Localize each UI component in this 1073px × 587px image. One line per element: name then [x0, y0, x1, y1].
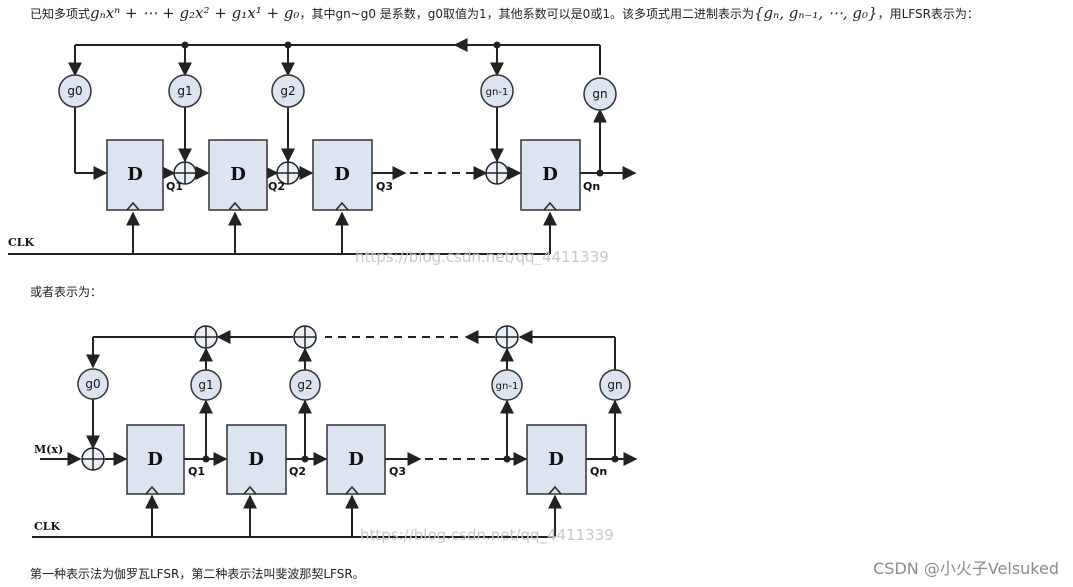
svg-text:D: D: [147, 449, 163, 470]
clock-wires: [32, 494, 562, 538]
coefficient-gn-1: gn-1: [480, 74, 514, 108]
flip-flop-2: D: [226, 424, 287, 495]
svg-text:g1: g1: [177, 84, 192, 98]
intro-binary-vector: {gₙ, gₙ₋₁, ⋯, g₀}: [753, 4, 878, 22]
coefficient-g2: g2: [271, 74, 305, 108]
intro-middle: ，其中gn~g0 是系数，g0取值为1，其他系数可以是0或1。该多项式用二进制表…: [299, 7, 754, 21]
flip-flop-n: D: [526, 424, 587, 495]
coefficient-g1: g1: [168, 74, 202, 108]
data-path-wires: [40, 452, 638, 466]
output-q3: Q3: [376, 180, 393, 193]
svg-text:g1: g1: [198, 378, 213, 392]
svg-text:D: D: [334, 164, 350, 185]
svg-text:g0: g0: [85, 377, 100, 391]
flip-flop-1: D: [106, 139, 164, 211]
coefficient-nodes: g0 g1 g2 gn-1 gn: [58, 74, 617, 111]
coefficient-g2: g2: [289, 369, 321, 401]
xor-gate-1: [173, 161, 197, 185]
svg-text:g2: g2: [297, 378, 312, 392]
intro-polynomial: gₙxⁿ + ⋯ + g₂x² + g₁x¹ + g₀: [90, 4, 300, 22]
output-labels: Q1 Q2 Q3 Qn: [166, 180, 600, 193]
flip-flop-3: D: [326, 424, 386, 495]
xor-gate-top-n: [495, 325, 519, 349]
galois-lfsr-diagram: g0 g1 g2 gn-1 gn: [8, 38, 637, 265]
intro-suffix: ，用LFSR表示为：: [877, 7, 979, 21]
output-q1: Q1: [166, 180, 183, 193]
flip-flop-n: D: [520, 139, 581, 211]
xor-gates: [173, 161, 509, 185]
output-q2: Q2: [268, 180, 285, 193]
xor-gate-top-1: [194, 325, 218, 349]
xor-gate-input: [81, 447, 105, 471]
feedback-wires: [86, 330, 622, 459]
output-q2: Q2: [289, 465, 306, 478]
svg-text:D: D: [348, 449, 364, 470]
or-line: 或者表示为：: [30, 285, 103, 299]
watermark: https://blog.csdn.net/qq_4411339: [360, 526, 614, 545]
feedback-wires: [68, 38, 607, 180]
svg-text:g0: g0: [67, 84, 82, 98]
fibonacci-lfsr-diagram: g0 g1 g2 gn-1 gn D D: [32, 325, 638, 545]
output-qn: Qn: [583, 180, 600, 193]
conclusion-paragraph: 第一种表示法为伽罗瓦LFSR，第二种表示法叫斐波那契LFSR。: [30, 567, 365, 581]
svg-text:D: D: [127, 164, 143, 185]
flip-flop-1: D: [126, 424, 185, 495]
output-q1: Q1: [188, 465, 205, 478]
input-label: M(x): [34, 443, 63, 456]
coefficient-g1: g1: [190, 369, 222, 401]
flip-flops: D D D D: [106, 139, 581, 211]
xor-gate-top-2: [293, 325, 317, 349]
intro-prefix: 已知多项式: [30, 7, 91, 21]
clock-label: CLK: [8, 236, 34, 249]
coefficient-gn-1: gn-1: [491, 369, 523, 401]
flip-flop-2: D: [208, 139, 268, 211]
output-q3: Q3: [389, 465, 406, 478]
coefficient-gn: gn: [583, 77, 617, 111]
svg-text:D: D: [248, 449, 264, 470]
clock-label: CLK: [34, 520, 60, 533]
intro-paragraph: 已知多项式gₙxⁿ + ⋯ + g₂x² + g₁x¹ + g₀，其中gn~g0…: [30, 4, 979, 22]
flip-flops: D D D D: [126, 424, 587, 495]
csdn-author-watermark: CSDN @小火子Velsuked: [873, 559, 1059, 578]
svg-text:gn-1: gn-1: [486, 87, 509, 98]
output-qn: Qn: [590, 465, 607, 478]
watermark: https://blog.csdn.net/qq_4411339: [355, 248, 609, 265]
output-labels: Q1 Q2 Q3 Qn: [188, 465, 607, 478]
svg-text:g2: g2: [280, 84, 295, 98]
data-path-wires: [161, 166, 637, 180]
svg-text:D: D: [548, 449, 564, 470]
coefficient-gn: gn: [599, 369, 631, 401]
svg-text:gn: gn: [592, 87, 607, 101]
svg-text:gn: gn: [607, 378, 622, 392]
xor-gate-n: [485, 161, 509, 185]
svg-text:D: D: [230, 164, 246, 185]
clock-wires: [8, 211, 557, 255]
xor-gate-2: [276, 161, 300, 185]
svg-text:D: D: [542, 164, 558, 185]
flip-flop-3: D: [312, 139, 373, 211]
svg-text:gn-1: gn-1: [496, 381, 519, 392]
coefficient-nodes: g0 g1 g2 gn-1 gn: [77, 368, 631, 401]
coefficient-g0: g0: [58, 74, 92, 108]
xor-gates: [81, 325, 519, 471]
coefficient-g0: g0: [77, 368, 109, 400]
